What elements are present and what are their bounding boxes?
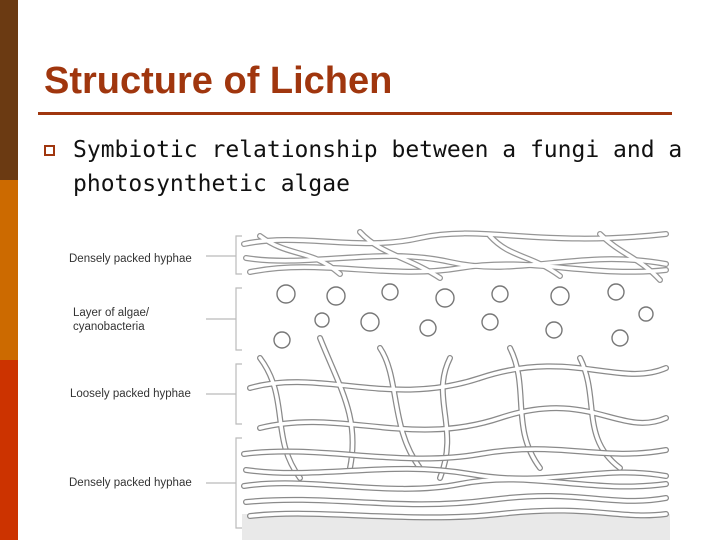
square-bullet-icon	[44, 145, 55, 156]
hyphae-top-inner	[242, 230, 668, 282]
lichen-cross-section-diagram: Densely packed hyphae Layer of algae/ cy…	[60, 218, 670, 540]
algae-cells	[273, 283, 654, 349]
label-algae-layer: Layer of algae/ cyanobacteria	[73, 307, 150, 333]
sidebar-segment-brown	[0, 0, 18, 180]
layer-brackets	[206, 235, 242, 529]
sidebar-accent-bar	[0, 0, 18, 540]
title-underline	[38, 112, 672, 115]
lichen-illustration	[206, 229, 670, 540]
sidebar-segment-orange	[0, 180, 18, 360]
label-loosely-packed-hyphae: Loosely packed hyphae	[70, 388, 191, 400]
slide-title: Structure of Lichen	[44, 60, 393, 102]
hyphae-loose-inner	[248, 336, 668, 480]
hyphae-bottom-inner	[242, 447, 668, 520]
label-bottom-densely-packed-hyphae: Densely packed hyphae	[69, 477, 192, 489]
label-top-densely-packed-hyphae: Densely packed hyphae	[69, 253, 192, 265]
sidebar-segment-red	[0, 360, 18, 540]
bullet-text: Symbiotic relationship between a fungi a…	[73, 137, 683, 197]
